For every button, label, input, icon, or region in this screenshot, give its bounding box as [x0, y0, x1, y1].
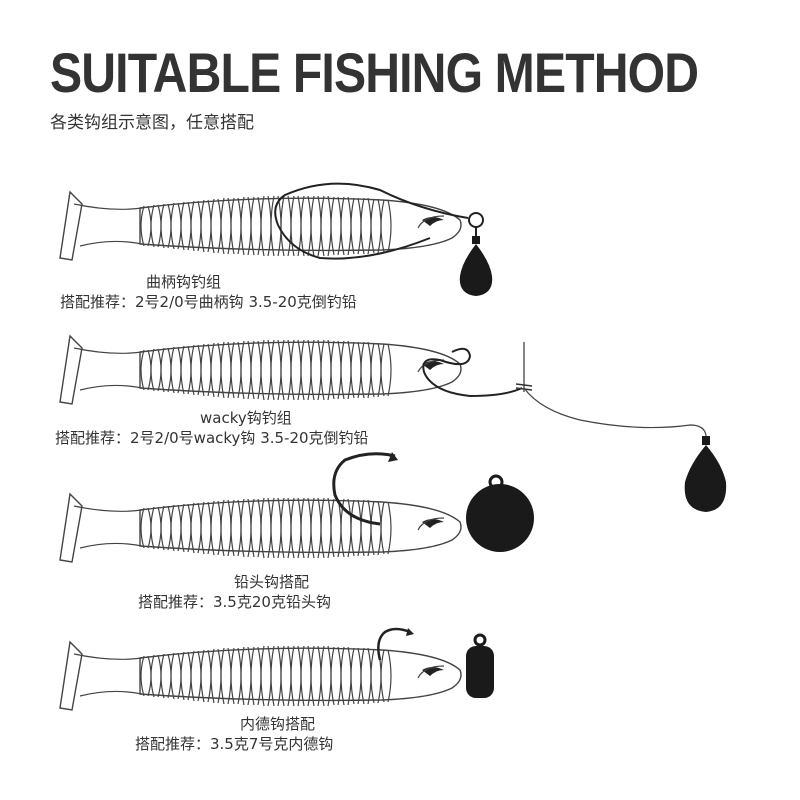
- rig-recommendation: 搭配推荐：2号2/0号曲柄钩 3.5-20克倒钓铅: [60, 293, 357, 311]
- rig-caption-ned: 内德钩搭配 搭配推荐：3.5克7号克内德钩: [135, 714, 333, 754]
- drop-weight-icon: [459, 244, 493, 296]
- swivel-icon: [468, 212, 484, 228]
- ned-hook-icon: [377, 627, 411, 661]
- rig-recommendation: 搭配推荐：2号2/0号wacky钩 3.5-20克倒钓铅: [55, 429, 369, 447]
- rig-jig-head: [59, 452, 534, 563]
- page-subtitle: 各类钩组示意图，任意搭配: [50, 113, 254, 133]
- rig-name: 曲柄钩钓组: [146, 273, 222, 291]
- drop-weight-icon: [684, 445, 727, 512]
- rig-caption-wacky: wacky钩钓组 搭配推荐：2号2/0号wacky钩 3.5-20克倒钓铅: [55, 408, 369, 448]
- rig-name: wacky钩钓组: [200, 409, 292, 427]
- rig-crank-hook: [59, 182, 493, 296]
- wacky-hook-icon: [422, 347, 523, 398]
- rig-wacky-hook: [59, 335, 727, 512]
- rig-recommendation: 搭配推荐：3.5克7号克内德钩: [135, 735, 334, 753]
- rig-name: 内德钩搭配: [240, 715, 316, 733]
- rig-name: 铅头钩搭配: [234, 573, 310, 591]
- rig-caption-jig: 铅头钩搭配 搭配推荐：3.5克20克铅头钩: [138, 572, 331, 612]
- ned-head-icon: [466, 646, 494, 698]
- jig-hook-icon: [332, 452, 396, 526]
- page-title: SUITABLE FISHING METHOD: [50, 41, 699, 104]
- rig-recommendation: 搭配推荐：3.5克20克铅头钩: [138, 593, 331, 611]
- jig-head-icon: [466, 484, 534, 552]
- crank-hook-icon: [274, 182, 469, 260]
- rig-caption-crank: 曲柄钩钓组 搭配推荐：2号2/0号曲柄钩 3.5-20克倒钓铅: [60, 272, 357, 312]
- rig-ned-hook: [59, 627, 494, 711]
